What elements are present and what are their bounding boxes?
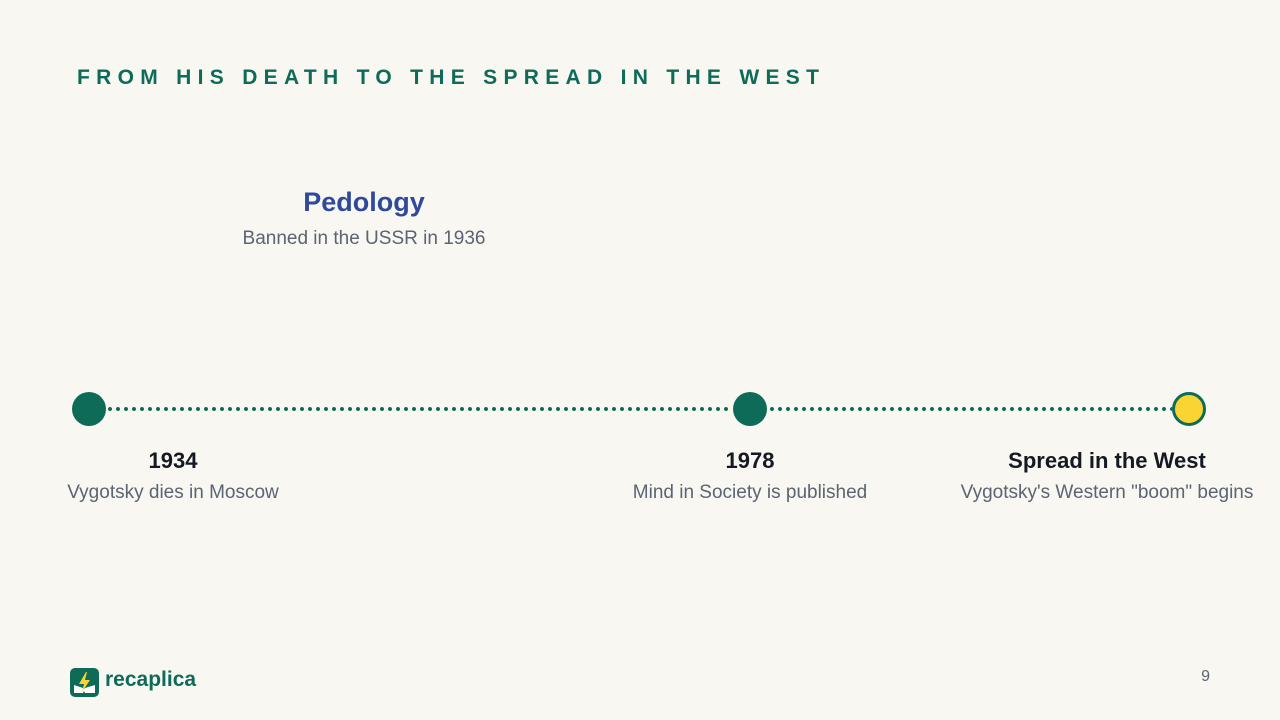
- timeline-marker-1934: [72, 392, 106, 426]
- brand-footer: recaplica: [70, 668, 196, 697]
- milestone-description: Vygotsky dies in Moscow: [67, 482, 279, 503]
- callout-subtitle: Banned in the USSR in 1936: [242, 228, 486, 249]
- timeline-connector-dotted-line: [106, 407, 732, 411]
- callout-title: Pedology: [303, 187, 425, 217]
- timeline-milestone: 1978 Mind in Society is published: [580, 448, 920, 504]
- milestone-label: Spread in the West: [1008, 448, 1206, 473]
- brand-name: recaplica: [105, 667, 197, 691]
- milestone-description: Vygotsky's Western "boom" begins: [960, 482, 1254, 503]
- timeline-marker-spread-in-the-west: [1172, 392, 1206, 426]
- pedology-callout: Pedology Banned in the USSR in 1936: [204, 186, 524, 250]
- page-number: 9: [1201, 668, 1210, 685]
- slide-title: FROM HIS DEATH TO THE SPREAD IN THE WEST: [77, 66, 826, 89]
- timeline-milestone: 1934 Vygotsky dies in Moscow: [3, 448, 343, 504]
- timeline-milestone: Spread in the West Vygotsky's Western "b…: [937, 448, 1277, 504]
- milestone-label: 1978: [725, 448, 775, 473]
- recaplica-logo-icon: [70, 668, 99, 697]
- milestone-label: 1934: [148, 448, 198, 473]
- timeline-connector-dotted-line: [768, 407, 1172, 411]
- milestone-description: Mind in Society is published: [632, 482, 868, 503]
- timeline-marker-1978: [733, 392, 767, 426]
